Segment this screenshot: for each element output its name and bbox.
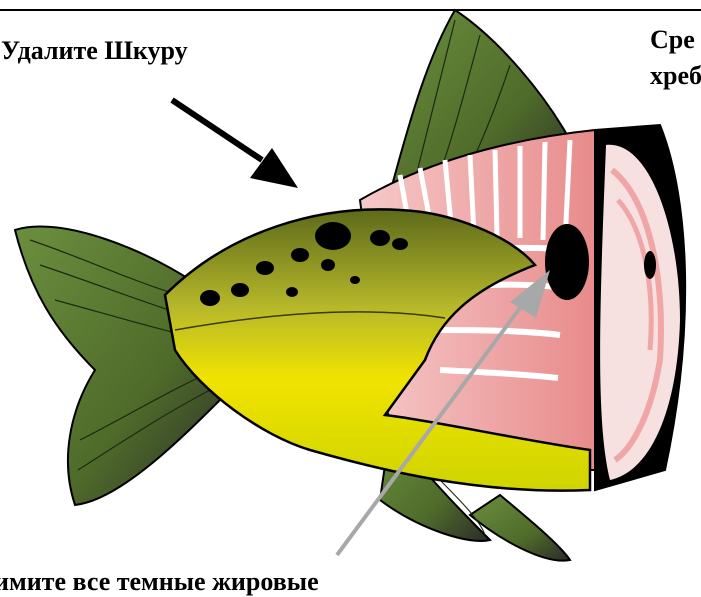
label-remove-skin: Удалите Шкуру bbox=[1, 36, 188, 66]
label-cut-spine: Сре хреб bbox=[650, 22, 701, 94]
label-remove-fat: имите все темные жировые bbox=[0, 567, 319, 597]
cross-section bbox=[595, 125, 685, 490]
arrow-to-skin bbox=[172, 100, 298, 188]
